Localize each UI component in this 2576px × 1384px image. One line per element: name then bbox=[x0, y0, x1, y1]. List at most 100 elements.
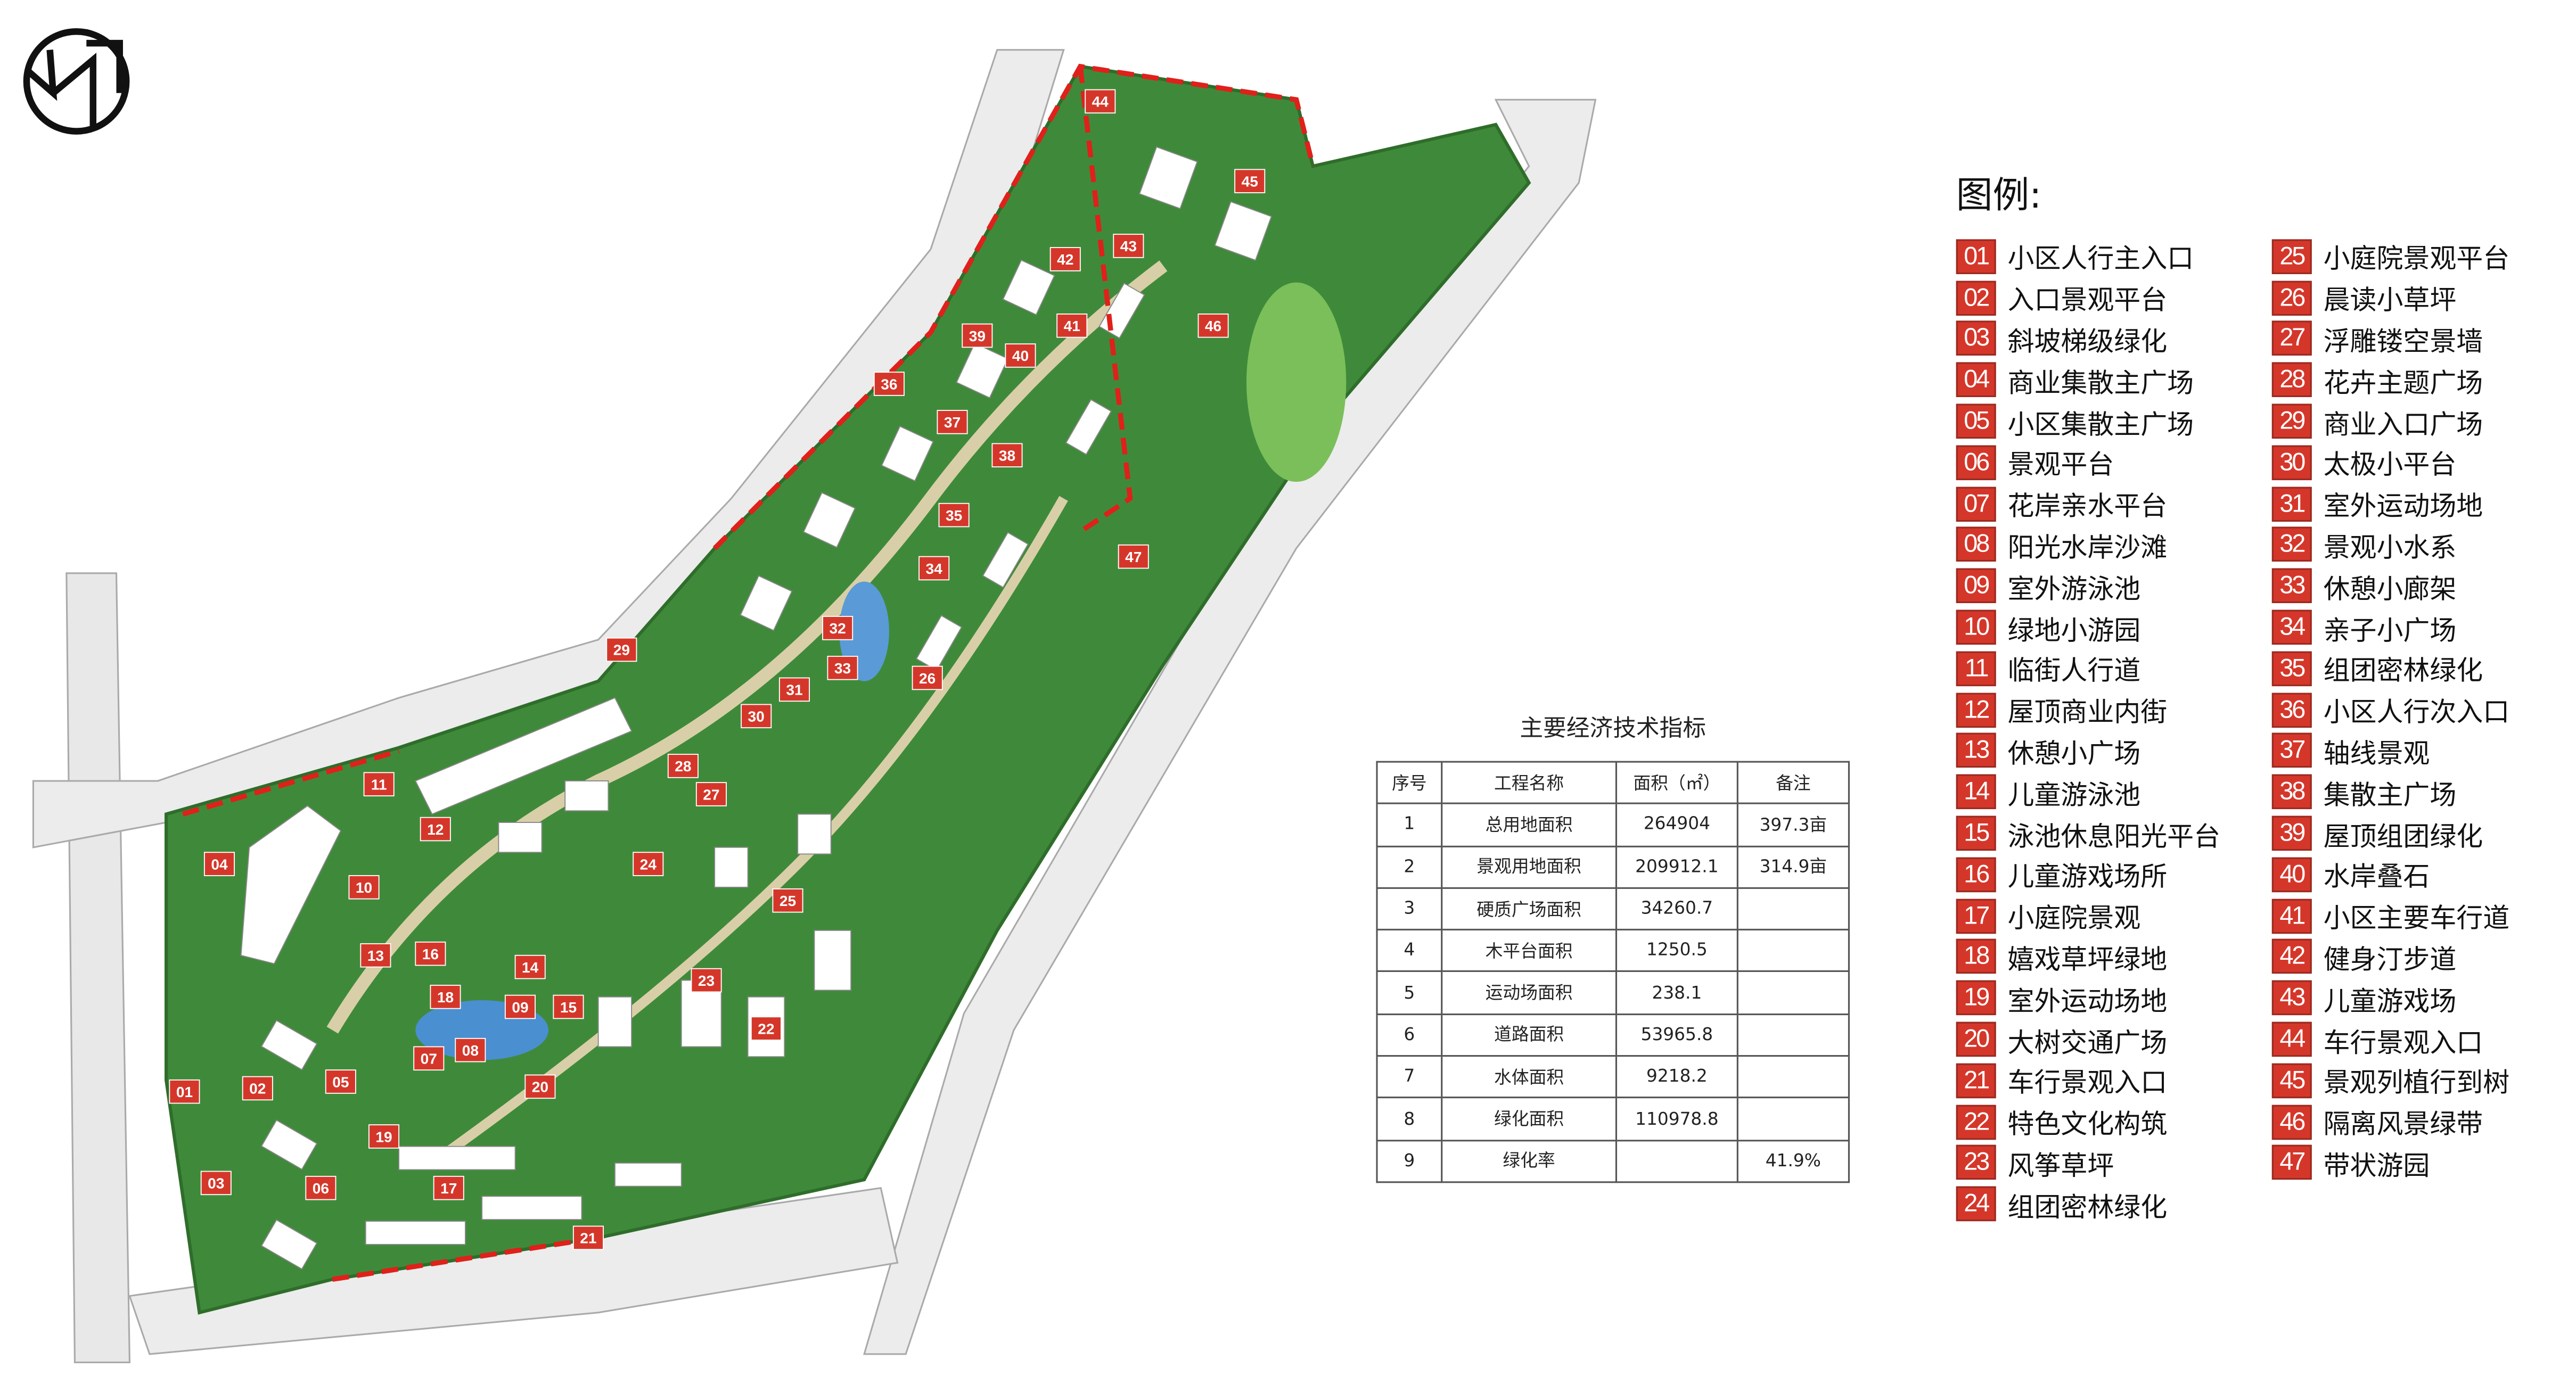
cell-name: 水体面积 bbox=[1441, 1055, 1618, 1099]
cell-name: 绿化率 bbox=[1441, 1139, 1618, 1183]
legend-item: 17 小庭院景观 bbox=[1956, 895, 2141, 936]
legend-number-badge: 30 bbox=[2271, 445, 2312, 480]
legend-item: 35 组团密林绿化 bbox=[2271, 648, 2483, 689]
map-marker-label: 17 bbox=[440, 1180, 457, 1197]
legend-label: 景观列植行到树 bbox=[2323, 1067, 2510, 1099]
map-marker-box bbox=[455, 1037, 486, 1062]
map-marker-label: 07 bbox=[421, 1051, 437, 1067]
cell-note bbox=[1736, 1055, 1850, 1099]
map-marker-box bbox=[433, 1175, 464, 1200]
cell-area: 34260.7 bbox=[1615, 887, 1738, 931]
cell-name: 总用地面积 bbox=[1441, 803, 1618, 847]
cell-area bbox=[1615, 1139, 1738, 1183]
legend-label: 嬉戏草坪绿地 bbox=[2007, 943, 2168, 976]
map-marker-label: 18 bbox=[437, 989, 454, 1006]
legend-number-badge: 42 bbox=[2271, 940, 2312, 975]
legend-label: 组团密林绿化 bbox=[2323, 655, 2483, 687]
legend-number-badge: 15 bbox=[1956, 815, 1996, 851]
legend-item: 45 景观列植行到树 bbox=[2271, 1060, 2510, 1101]
cell-note: 397.3亩 bbox=[1736, 803, 1850, 847]
cell-index: 8 bbox=[1376, 1097, 1443, 1141]
legend-number-badge: 05 bbox=[1956, 403, 1996, 439]
legend-label: 轴线景观 bbox=[2323, 737, 2430, 770]
legend-label: 小区集散主广场 bbox=[2007, 408, 2194, 440]
cell-note: 314.9亩 bbox=[1736, 845, 1850, 889]
legend-number-badge: 09 bbox=[1956, 569, 1996, 604]
map-marker-box bbox=[415, 941, 446, 966]
map-marker-label: 31 bbox=[786, 682, 802, 698]
map-marker-label: 46 bbox=[1205, 318, 1221, 334]
legend-label: 隔离风景绿带 bbox=[2323, 1108, 2483, 1140]
header-area: 面积（㎡） bbox=[1615, 761, 1738, 805]
legend-number-badge: 12 bbox=[1956, 692, 1996, 728]
legend-label: 入口景观平台 bbox=[2007, 284, 2168, 316]
map-marker-box bbox=[912, 665, 943, 690]
map-marker-box bbox=[325, 1069, 356, 1094]
map-marker-label: 01 bbox=[176, 1084, 193, 1100]
cell-note: 41.9% bbox=[1736, 1139, 1850, 1183]
cell-index: 9 bbox=[1376, 1139, 1443, 1183]
legend-number-badge: 35 bbox=[2271, 651, 2312, 686]
legend-number-badge: 17 bbox=[1956, 898, 1996, 934]
map-marker-box bbox=[169, 1079, 200, 1104]
legend-label: 商业入口广场 bbox=[2323, 408, 2483, 440]
legend-item: 02 入口景观平台 bbox=[1956, 277, 2167, 318]
legend-label: 商业集散主广场 bbox=[2007, 367, 2194, 399]
legend-number-badge: 06 bbox=[1956, 445, 1996, 480]
map-marker-label: 38 bbox=[999, 448, 1015, 464]
map-marker-box bbox=[750, 1016, 782, 1041]
map-marker-label: 35 bbox=[946, 507, 962, 524]
map-marker-label: 10 bbox=[356, 879, 372, 896]
map-marker-box bbox=[200, 1171, 232, 1196]
map-marker-box bbox=[305, 1175, 337, 1200]
legend-number-badge: 47 bbox=[2271, 1146, 2312, 1181]
legend-label: 绿地小游园 bbox=[2007, 614, 2141, 646]
legend-number-badge: 43 bbox=[2271, 981, 2312, 1016]
legend-number-badge: 41 bbox=[2271, 898, 2312, 934]
legend-label: 小庭院景观 bbox=[2007, 902, 2141, 934]
legend-number-badge: 31 bbox=[2271, 486, 2312, 522]
map-marker-label: 13 bbox=[367, 948, 384, 964]
map-marker-box bbox=[667, 754, 699, 778]
map-marker-box bbox=[938, 502, 970, 528]
legend-label: 阳光水岸沙滩 bbox=[2007, 531, 2168, 564]
legend-number-badge: 45 bbox=[2271, 1063, 2312, 1098]
legend-number-badge: 19 bbox=[1956, 981, 1996, 1016]
header-name: 工程名称 bbox=[1441, 761, 1618, 805]
map-marker-box bbox=[962, 323, 993, 348]
cell-index: 5 bbox=[1376, 971, 1443, 1015]
map-marker-box bbox=[242, 1076, 273, 1101]
legend-number-badge: 08 bbox=[1956, 527, 1996, 563]
map-marker-label: 14 bbox=[522, 959, 539, 976]
map-marker-box bbox=[1056, 313, 1088, 338]
map-marker-box bbox=[918, 556, 950, 581]
cell-index: 6 bbox=[1376, 1013, 1443, 1057]
cell-name: 运动场面积 bbox=[1441, 971, 1618, 1015]
legend-number-badge: 24 bbox=[1956, 1187, 1996, 1222]
map-marker-label: 26 bbox=[919, 670, 936, 687]
map-marker-label: 23 bbox=[698, 973, 715, 989]
map-marker-label: 04 bbox=[211, 856, 228, 872]
map-marker-box bbox=[504, 994, 536, 1019]
map-marker-label: 08 bbox=[462, 1042, 479, 1059]
legend-number-badge: 38 bbox=[2271, 775, 2312, 810]
legend-label: 屋顶商业内街 bbox=[2007, 696, 2168, 728]
legend-number-badge: 02 bbox=[1956, 280, 1996, 316]
legend-number-badge: 26 bbox=[2271, 280, 2312, 316]
legend-number-badge: 14 bbox=[1956, 775, 1996, 810]
